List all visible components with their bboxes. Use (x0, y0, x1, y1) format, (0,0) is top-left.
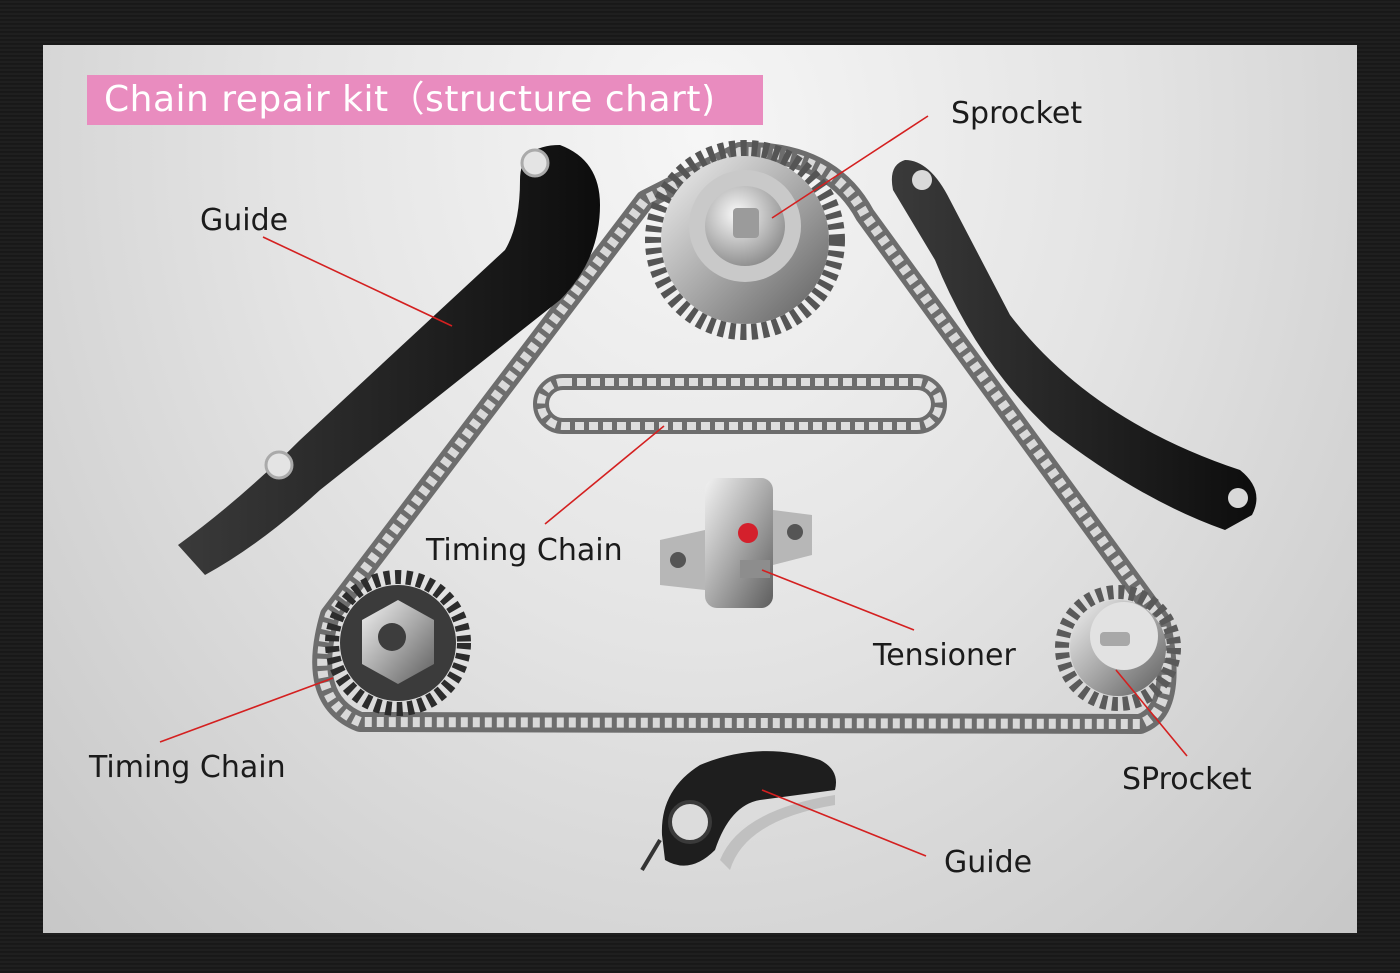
label-timing-chain-left: Timing Chain (89, 750, 286, 785)
guide-left-part (178, 145, 600, 575)
label-sprocket-right: SProcket (1122, 762, 1252, 797)
tensioner-part (660, 478, 812, 608)
title-banner (87, 75, 763, 125)
label-timing-chain-center: Timing Chain (426, 533, 623, 568)
timing-chain-large (312, 141, 1177, 734)
guide-bottom-part (640, 751, 836, 872)
sprocket-left-part (325, 570, 471, 716)
leader-timing-chain-left (159, 677, 334, 743)
guide-right-part (891, 160, 1257, 530)
leader-sprocket-right (1115, 669, 1188, 757)
leader-sprocket-top (771, 115, 929, 219)
sprocket-top-part (645, 140, 845, 340)
leader-timing-chain-center (544, 425, 665, 525)
label-guide-bottom: Guide (944, 845, 1033, 880)
label-tensioner: Tensioner (873, 638, 1016, 673)
label-guide-left: Guide (200, 203, 289, 238)
timing-chain-small (533, 374, 947, 434)
leader-guide-left (262, 236, 453, 327)
leader-lines (159, 115, 1188, 857)
sprocket-right-part (1055, 585, 1181, 711)
diagram-title: Chain repair kit（structure chart) (104, 79, 716, 120)
leader-tensioner (761, 569, 915, 631)
leader-guide-bottom (761, 789, 927, 857)
label-sprocket-top: Sprocket (951, 96, 1083, 131)
